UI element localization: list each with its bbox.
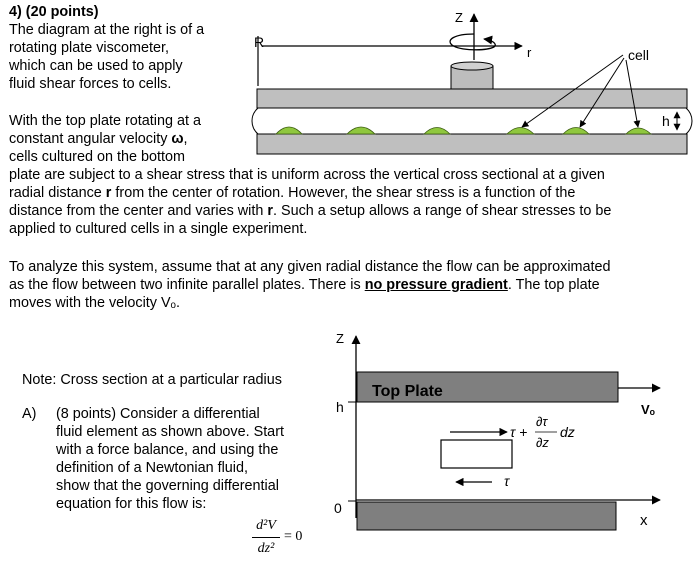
cross-bottom-plate [356,501,617,531]
gap-h-label: h [662,113,670,129]
equation-rhs: = 0 [284,529,303,544]
shear-top-label: τ + [510,424,527,440]
r-axis-label: r [527,45,532,60]
intro-line-2: rotating plate viscometer, [9,40,169,56]
cell-6 [625,127,653,135]
part-a-line-3: with a force balance, and using the [56,442,279,458]
viscometer-z-label: Z [455,10,463,25]
part-a-line-4: definition of a Newtonian fluid, [56,460,248,476]
part-a-line-1: (8 points) Consider a differential [56,406,260,422]
fluid-element [440,439,513,469]
cell-2 [346,126,376,135]
omega-symbol: ω [171,131,184,147]
para2-line-3: cells cultured on the bottom [9,149,185,165]
equation-denominator: dz² [257,541,275,556]
cross-top-plate [356,371,619,403]
velocity-label: Vₒ [641,402,656,417]
r-radius-label: R [254,34,264,50]
part-a-label: A) [22,406,37,422]
para3-line-2: as the flow between two infinite paralle… [9,277,600,293]
intro-line-1: The diagram at the right is of a [9,22,205,38]
shaft [450,65,494,90]
left-fluid-edge [251,107,259,135]
cell-pointer-3 [625,59,641,128]
cell-4 [506,127,536,135]
para3-line-1: To analyze this system, assume that at a… [9,259,611,275]
part-a-line-2: fluid element as shown above. Start [56,424,284,440]
dtau-denominator: ∂z [536,435,549,450]
dtau-numerator: ∂τ [536,414,548,429]
part-a-line-5: show that the governing differential [56,478,279,494]
para2-line-2: constant angular velocity ω, [9,131,188,147]
cell-pointer-2 [579,57,625,128]
para2-line-4: plate are subject to a shear stress that… [9,167,605,183]
para3-line-3: moves with the velocity Vₒ. [9,295,180,311]
governing-equation: d²V dz² = 0 [250,518,320,562]
intro-line-3: which can be used to apply [9,58,183,74]
shear-bottom-label: τ [504,473,510,489]
equation-numerator: d²V [256,518,276,533]
cell-label: cell [628,47,649,63]
right-fluid-edge [685,107,693,135]
cell-1 [275,126,303,135]
viscometer-bottom-plate [256,133,688,155]
part-a-line-6: equation for this flow is: [56,496,207,512]
intro-line-4: fluid shear forces to cells. [9,76,172,92]
cell-5 [562,127,590,135]
rotation-arrow-icon [449,33,496,51]
dtau-dz: dz [560,424,575,440]
para2-line-6: distance from the center and varies with… [9,203,612,219]
cell-pointer-1 [521,54,624,128]
shaft-top [450,61,494,71]
para2-line-7: applied to cultured cells in a single ex… [9,221,308,237]
no-pressure-gradient: no pressure gradient [364,277,508,293]
top-plate-label: Top Plate [372,383,443,400]
cross-section-note: Note: Cross section at a particular radi… [22,372,282,388]
cross-x-label: x [640,512,648,529]
fraction-bar [252,537,280,538]
para2-line-1: With the top plate rotating at a [9,113,201,129]
para2-line-5: radial distance r from the center of rot… [9,185,576,201]
cross-z-label: Z [336,331,344,346]
h-tick-label: h [336,399,344,415]
zero-tick-label: 0 [334,500,342,516]
cell-3 [423,127,451,135]
viscometer-top-plate [256,88,688,109]
problem-heading: 4) (20 points) [9,4,99,20]
